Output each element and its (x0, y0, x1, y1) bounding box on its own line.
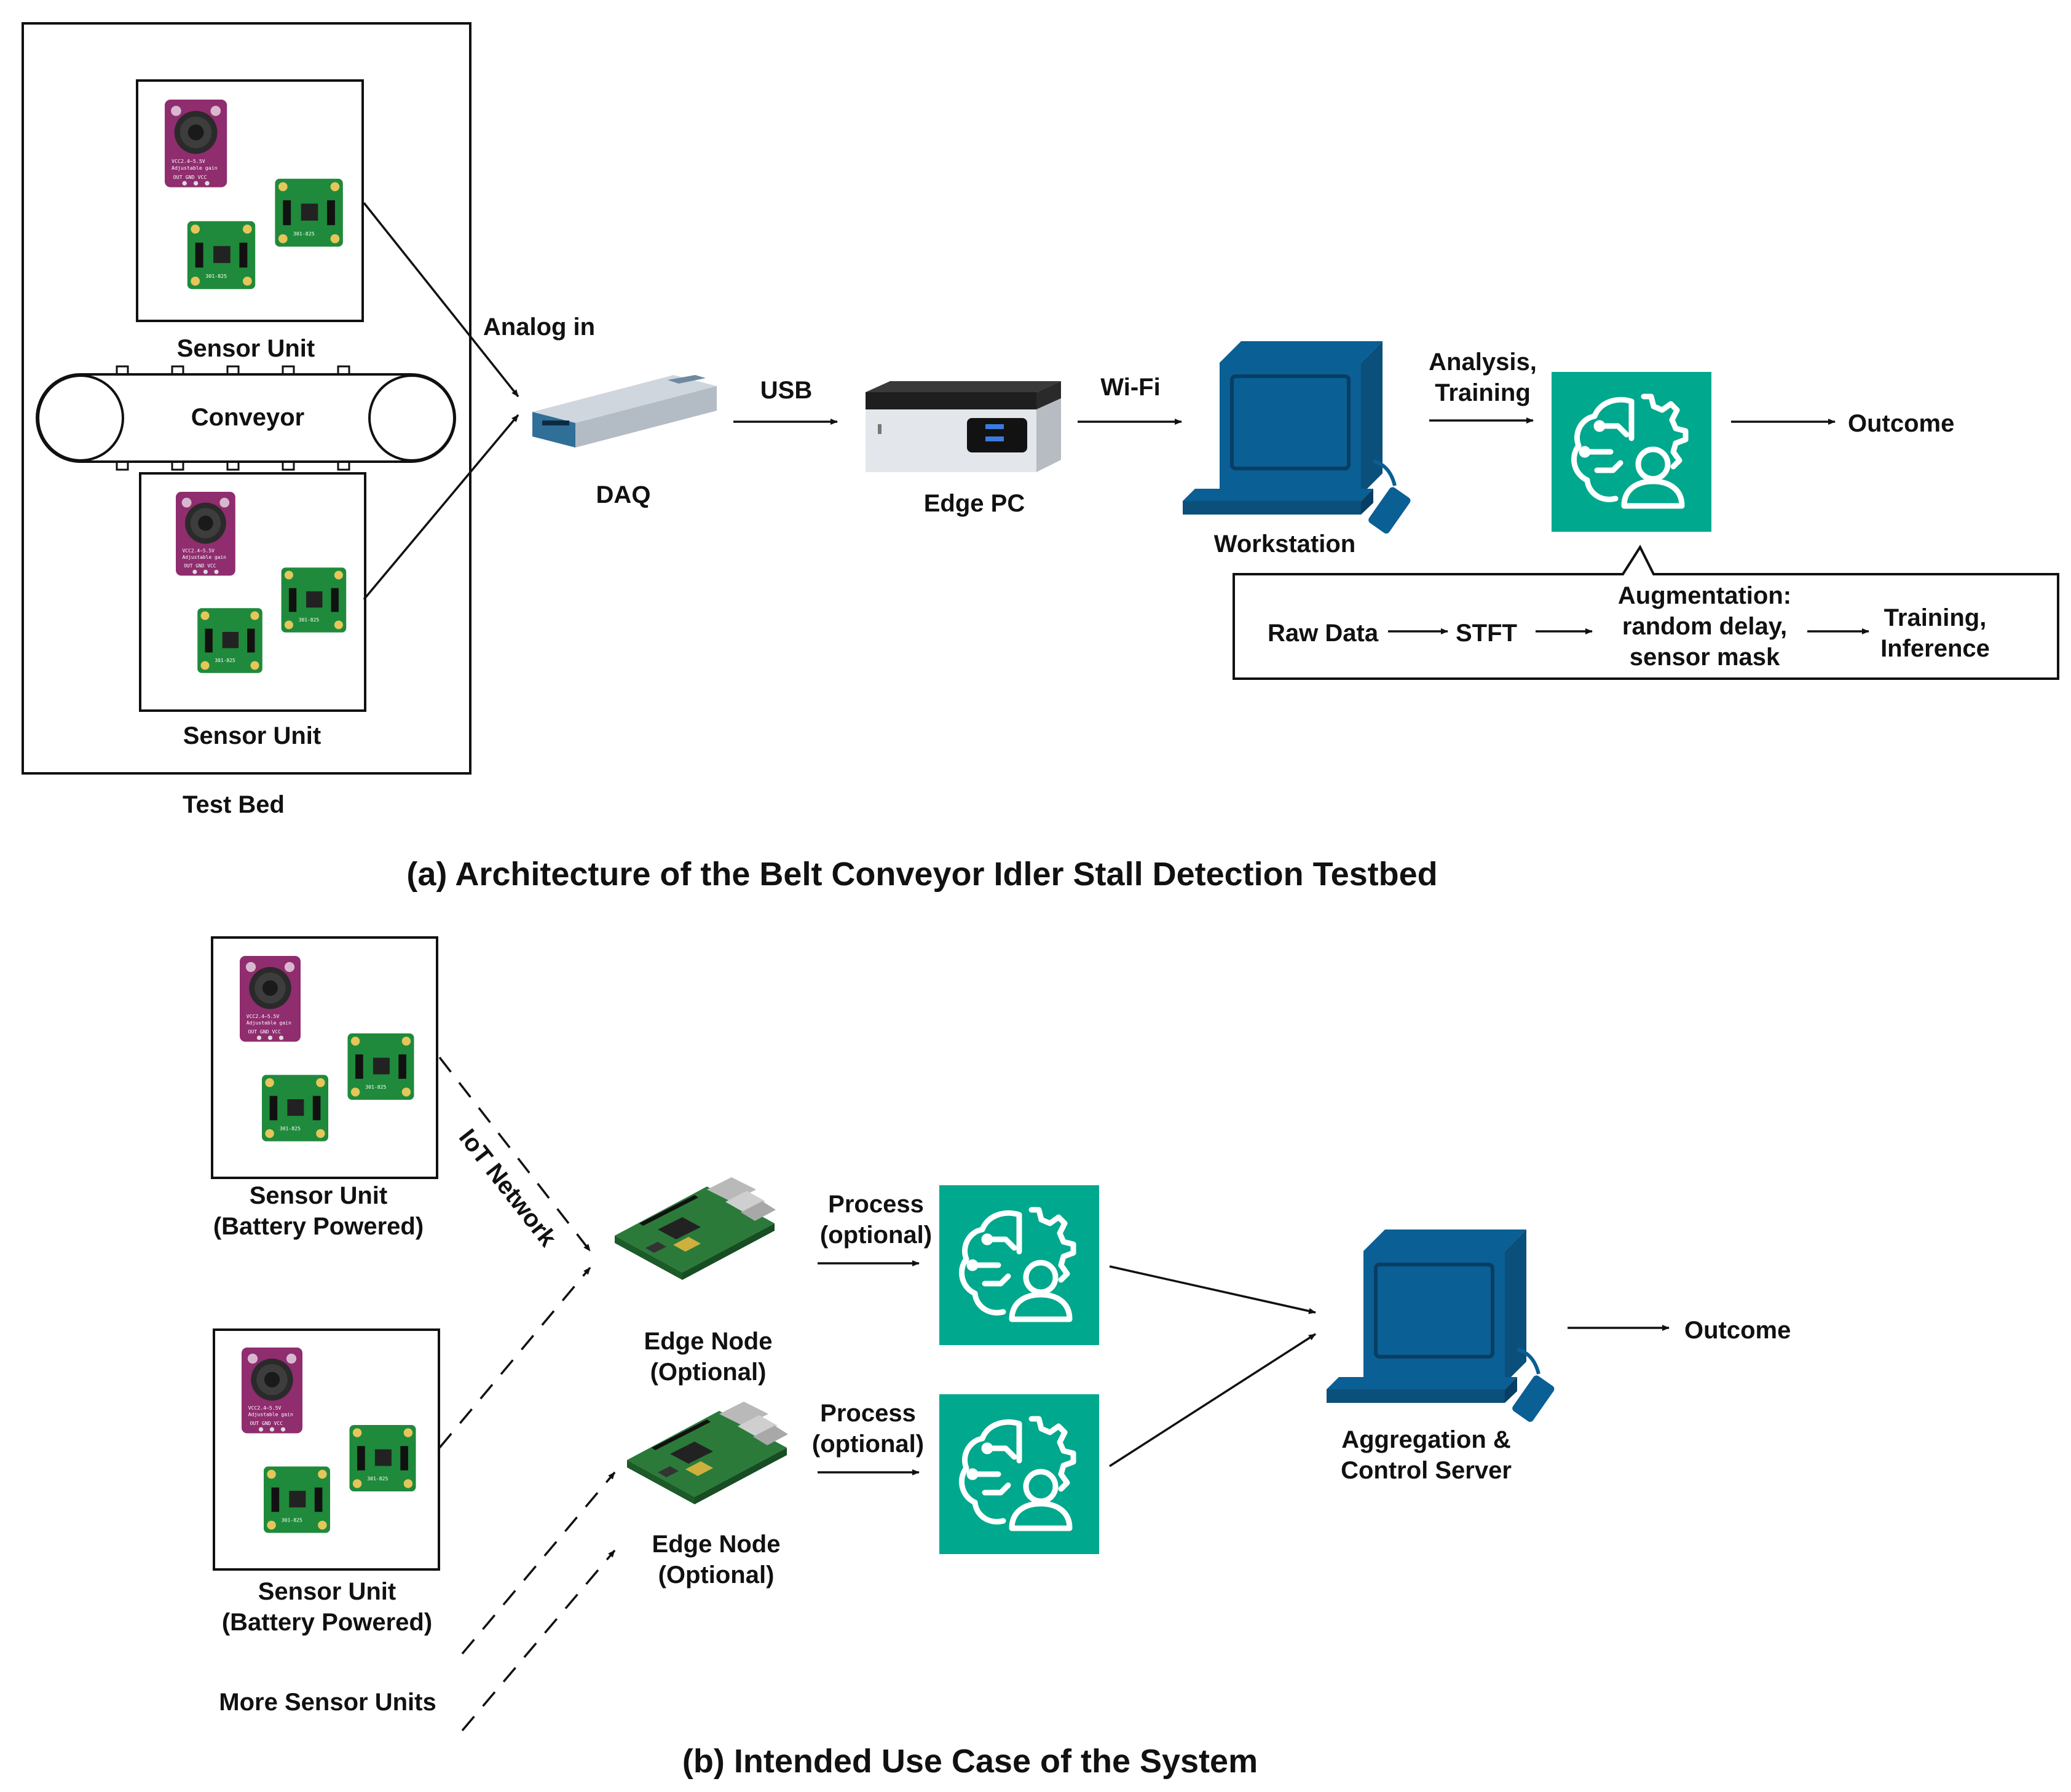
sensor-unit-top-label: Sensor Unit (177, 335, 315, 362)
outcome-label-b: Outcome (1684, 1317, 1791, 1344)
server-label-2: Control Server (1341, 1457, 1512, 1484)
pipeline-callout (1233, 544, 2059, 680)
sensor-mask-label: sensor mask (1630, 644, 1780, 671)
sensor-board-icon (240, 956, 414, 1142)
random-delay-label: random delay, (1622, 613, 1787, 640)
caption-a: (a) Architecture of the Belt Conveyor Id… (406, 856, 1437, 893)
raspberry-pi-board-icon (615, 1177, 776, 1280)
workstation-label: Workstation (1214, 531, 1355, 558)
sensor-unit-box-top (136, 79, 364, 322)
brain-gear-person-icon (939, 1185, 1099, 1345)
raspberry-pi-board-icon (627, 1402, 788, 1504)
server-label-1: Aggregation & (1341, 1426, 1511, 1453)
brain-gear-person-icon (1552, 372, 1711, 532)
stft-label: STFT (1456, 620, 1517, 647)
desktop-computer-icon (1183, 341, 1412, 535)
edge1-label-2: (Optional) (650, 1359, 767, 1386)
desktop-computer-icon (1327, 1230, 1556, 1423)
training-inference-label-1: Training, (1884, 604, 1987, 631)
sensor-unit-box-1 (211, 936, 438, 1179)
analog-in-label: Analog in (483, 314, 595, 341)
edge1-label-1: Edge Node (644, 1328, 773, 1355)
usb-label: USB (760, 377, 812, 404)
conveyor-belt (36, 365, 456, 471)
caption-b: (b) Intended Use Case of the System (682, 1743, 1258, 1780)
part-a: Sensor Unit Conveyor Sensor Unit Test Be… (22, 22, 2059, 893)
daq-label: DAQ (596, 481, 651, 508)
process2-label-1: Process (820, 1400, 916, 1427)
more-sensors-label: More Sensor Units (219, 1689, 436, 1716)
outcome-label-a: Outcome (1848, 410, 1954, 437)
augmentation-label: Augmentation: (1618, 582, 1791, 609)
sensor1-label-2: (Battery Powered) (213, 1213, 424, 1240)
sensor-board-icon (176, 492, 347, 673)
process1-label-2: (optional) (820, 1222, 932, 1249)
analysis-label: Analysis, (1429, 349, 1537, 376)
sensor-unit-bottom-label: Sensor Unit (183, 722, 321, 749)
testbed-box (22, 22, 471, 775)
brain-gear-person-icon (939, 1394, 1099, 1554)
mini-pc-icon (866, 381, 1061, 472)
testbed-label: Test Bed (183, 791, 285, 818)
sensor-board-icon (165, 100, 343, 290)
sensor1-label-1: Sensor Unit (250, 1182, 387, 1209)
training-inference-label-2: Inference (1880, 635, 1990, 662)
iot-network-label: IoT Network (454, 1124, 562, 1252)
sensor-board-icon (242, 1348, 416, 1533)
raw-data-label: Raw Data (1268, 620, 1379, 647)
sensor-unit-box-2 (213, 1328, 440, 1571)
daq-device-icon (532, 375, 717, 448)
sensor-unit-box-bottom (139, 472, 366, 712)
wifi-label: Wi-Fi (1100, 374, 1160, 401)
sensor2-label-1: Sensor Unit (258, 1578, 396, 1605)
edge2-label-1: Edge Node (652, 1531, 781, 1558)
process2-label-2: (optional) (812, 1431, 924, 1458)
process1-label-1: Process (828, 1191, 924, 1218)
edge-pc-label: Edge PC (924, 490, 1025, 517)
training-label: Training (1435, 379, 1531, 406)
part-b: Sensor Unit (Battery Powered) Sensor Uni… (211, 936, 1791, 1780)
edge2-label-2: (Optional) (658, 1561, 775, 1589)
sensor2-label-2: (Battery Powered) (222, 1609, 432, 1636)
conveyor-label: Conveyor (191, 404, 305, 431)
